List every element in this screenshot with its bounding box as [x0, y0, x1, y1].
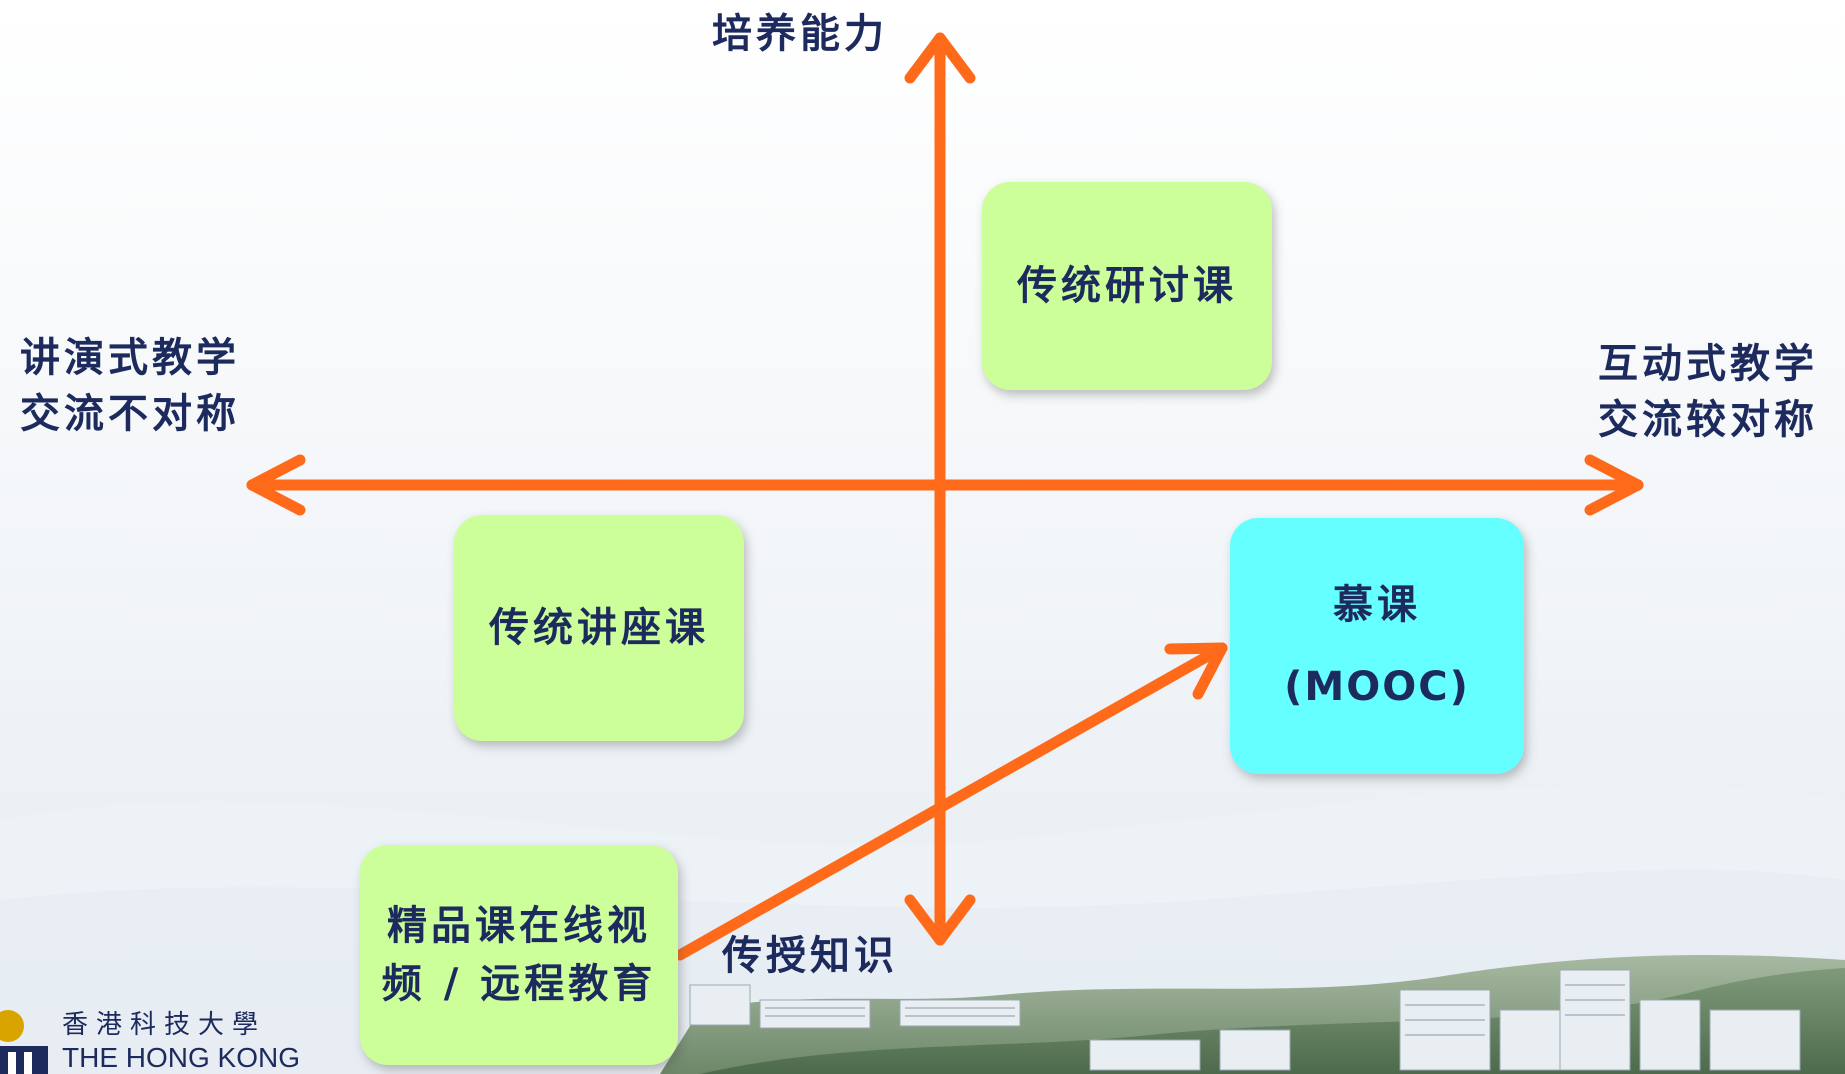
- box-online-video-line2: 频 / 远程教育: [381, 960, 657, 1007]
- axis-label-left-line1: 讲演式教学: [20, 334, 240, 381]
- arrow-up-head: [904, 32, 976, 84]
- diagonal-arrow-line: [674, 642, 1228, 961]
- axis-label-left-line2: 交流不对称: [20, 390, 240, 437]
- hkust-emblem-icon: [0, 1010, 48, 1074]
- box-online-video: 精品课在线视 频 / 远程教育: [360, 845, 678, 1065]
- axis-label-right-line2: 交流较对称: [1598, 396, 1818, 443]
- arrow-down-head: [904, 894, 976, 946]
- box-traditional-seminar: 传统研讨课: [982, 182, 1272, 390]
- box-traditional-seminar-label: 传统研讨课: [1017, 262, 1237, 309]
- box-online-video-line1: 精品课在线视: [387, 902, 651, 949]
- hkust-logo: 香港科技大學 THE HONG KONG: [0, 1000, 320, 1074]
- box-mooc: 慕课 (MOOC): [1230, 518, 1524, 774]
- box-mooc-label-en: (MOOC): [1284, 664, 1470, 710]
- axis-label-right-line1: 互动式教学: [1598, 340, 1818, 387]
- hkust-logo-cn: 香港科技大學: [62, 1010, 267, 1040]
- box-traditional-lecture-label: 传统讲座课: [489, 604, 709, 651]
- arrow-right-head: [1584, 454, 1644, 516]
- axis-label-top-text: 培养能力: [712, 10, 888, 57]
- axis-label-left: 讲演式教学 交流不对称: [20, 330, 240, 442]
- axis-label-bottom-text: 传授知识: [722, 932, 898, 979]
- axis-label-top: 培养能力: [712, 6, 888, 62]
- axis-label-bottom: 传授知识: [722, 928, 898, 984]
- axis-label-right: 互动式教学 交流较对称: [1598, 336, 1818, 448]
- box-traditional-lecture: 传统讲座课: [454, 515, 744, 741]
- hkust-logo-en: THE HONG KONG: [62, 1042, 301, 1073]
- arrow-left-head: [246, 454, 306, 516]
- box-mooc-label-cn: 慕课: [1333, 581, 1421, 628]
- diagonal-arrow-head: [1164, 642, 1228, 700]
